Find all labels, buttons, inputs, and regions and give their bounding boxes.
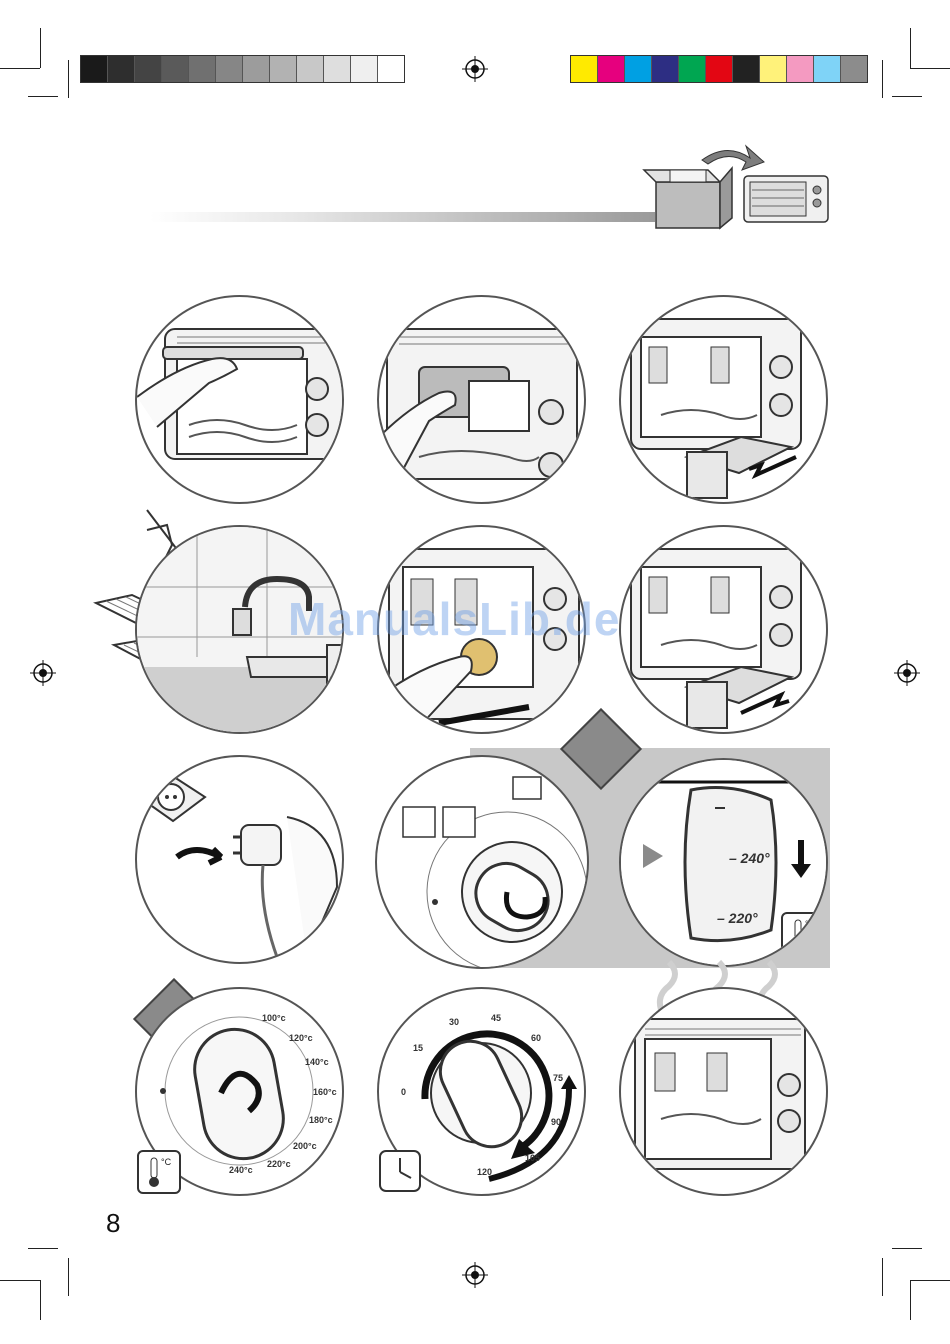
crop-mark: [0, 1280, 40, 1281]
header-gradient-bar: [150, 212, 655, 222]
color-swatch: [679, 56, 706, 82]
clock-icon: [379, 1150, 421, 1192]
temperature-240-label: – 240°: [729, 850, 770, 866]
step-plug-in: [135, 755, 344, 964]
crop-mark: [910, 28, 911, 68]
temp-tick-100: 100°c: [262, 1013, 286, 1023]
color-swatch: [733, 56, 760, 82]
color-swatch: [571, 56, 598, 82]
celsius-unit: °C: [805, 919, 815, 929]
temp-tick-200: 200°c: [293, 1141, 317, 1151]
step-oven-heating: [619, 987, 828, 1196]
plug-icon: [233, 825, 281, 865]
color-swatch: [787, 56, 814, 82]
step-open-oven-door: [135, 295, 344, 504]
timer-tick-45: 45: [491, 1013, 501, 1023]
color-swatch: [81, 56, 108, 82]
color-swatch: [216, 56, 243, 82]
crop-mark: [68, 1258, 69, 1296]
registration-mark-icon: [462, 1262, 488, 1288]
step-pull-crumb-tray: [619, 295, 828, 504]
step-remove-tray: [377, 295, 586, 504]
step-insert-crumb-tray: [619, 525, 828, 734]
crop-mark: [28, 96, 58, 97]
timer-tick-75: 75: [553, 1073, 563, 1083]
crop-mark: [40, 28, 41, 68]
temp-tick-240: 240°c: [229, 1165, 253, 1175]
crop-mark: [910, 68, 950, 69]
color-swatch: [378, 56, 404, 82]
color-swatch: [841, 56, 867, 82]
timer-tick-120: 120: [477, 1167, 492, 1177]
color-swatch: [108, 56, 135, 82]
timer-tick-105: 105: [525, 1153, 540, 1163]
temp-tick-220: 220°c: [267, 1159, 291, 1169]
crop-mark: [882, 1258, 883, 1296]
color-swatch: [135, 56, 162, 82]
crop-mark: [68, 60, 69, 98]
timer-tick-15: 15: [413, 1043, 423, 1053]
crop-mark: [892, 96, 922, 97]
arrow-icon: [702, 146, 764, 170]
color-swatch: [706, 56, 733, 82]
socket-icon: [139, 775, 205, 821]
thermometer-icon: °C: [781, 912, 825, 956]
color-swatch: [243, 56, 270, 82]
color-swatch: [351, 56, 378, 82]
timer-tick-90: 90: [551, 1117, 561, 1127]
thermometer-icon: °C: [137, 1150, 181, 1194]
color-swatch: [760, 56, 787, 82]
color-swatch: [189, 56, 216, 82]
color-swatch: [297, 56, 324, 82]
color-swatch: [625, 56, 652, 82]
color-swatch: [598, 56, 625, 82]
registration-mark-icon: [894, 660, 920, 686]
crop-mark: [910, 1280, 950, 1281]
unboxing-icon: [642, 140, 832, 232]
color-swatch: [270, 56, 297, 82]
step-select-heating-mode: [375, 755, 589, 969]
color-swatch: [652, 56, 679, 82]
temp-tick-160: 160°c: [313, 1087, 337, 1097]
crop-mark: [28, 1248, 58, 1249]
timer-tick-0: 0: [401, 1087, 406, 1097]
timer-tick-60: 60: [531, 1033, 541, 1043]
crop-mark: [40, 1280, 41, 1320]
crop-mark: [882, 60, 883, 98]
color-swatch: [324, 56, 351, 82]
temp-tick-120: 120°c: [289, 1033, 313, 1043]
watermark: ManualsLib.de: [288, 592, 620, 646]
crop-mark: [910, 1280, 911, 1320]
crop-mark: [892, 1248, 922, 1249]
temp-tick-140: 140°c: [305, 1057, 329, 1067]
box-icon: [644, 168, 732, 228]
oven-icon: [744, 176, 828, 222]
color-swatch: [162, 56, 189, 82]
registration-mark-icon: [462, 56, 488, 82]
color-swatch: [814, 56, 841, 82]
registration-mark-icon: [30, 660, 56, 686]
celsius-unit: °C: [161, 1157, 171, 1167]
grayscale-color-bar: [80, 55, 405, 83]
step-set-temperature: – 240° – 220° °C: [619, 758, 828, 967]
temp-tick-180: 180°c: [309, 1115, 333, 1125]
temperature-220-label: – 220°: [717, 910, 758, 926]
page-number: 8: [106, 1208, 120, 1239]
crop-mark: [0, 68, 40, 69]
timer-tick-30: 30: [449, 1017, 459, 1027]
process-color-bar: [570, 55, 868, 83]
